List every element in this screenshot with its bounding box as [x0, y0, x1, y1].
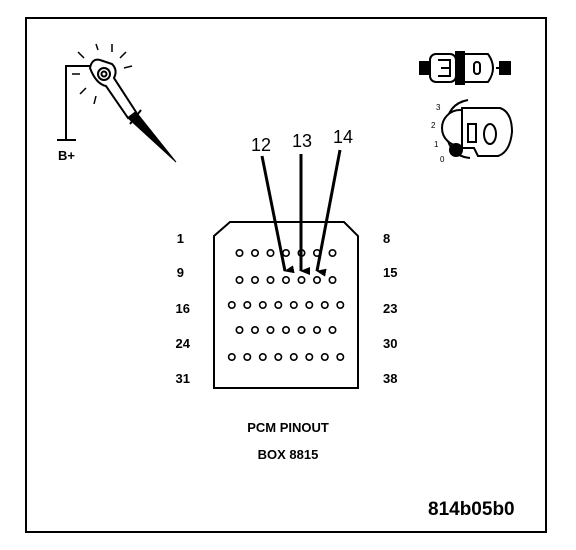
connector-plug-icon	[419, 51, 511, 85]
pin-hole	[289, 300, 298, 309]
pin-hole	[328, 249, 337, 258]
callout-13: 13	[292, 131, 313, 151]
ignition-position-1: 1	[434, 140, 439, 149]
ignition-key-icon	[441, 99, 514, 159]
pin-hole	[227, 300, 236, 309]
pin-hole	[235, 325, 244, 334]
test-light-icon	[57, 43, 177, 163]
pin-hole	[258, 352, 267, 361]
pin-label-16: 16	[175, 301, 190, 316]
pcm-connector-outline	[213, 221, 359, 389]
pin-label-38: 38	[383, 371, 398, 386]
ignition-position-0: 0	[440, 155, 445, 164]
pin-hole	[235, 249, 244, 258]
pin-hole	[258, 300, 267, 309]
callout-12: 12	[251, 135, 272, 155]
callout-arrow-12	[260, 155, 295, 274]
pin-label-24: 24	[175, 336, 190, 351]
pin-hole	[274, 300, 283, 309]
pin-grid	[227, 249, 345, 361]
pin-hole	[266, 325, 275, 334]
caption-pcm-pinout: PCM PINOUT	[247, 420, 329, 435]
pin-hole	[243, 352, 252, 361]
pin-hole	[312, 325, 321, 334]
pin-hole	[251, 249, 260, 258]
pin-label-23: 23	[383, 301, 398, 316]
pin-hole	[289, 352, 298, 361]
pin-label-31: 31	[175, 371, 190, 386]
pin-hole	[266, 275, 275, 284]
pin-hole	[328, 325, 337, 334]
pin-hole	[297, 325, 306, 334]
pin-hole	[235, 275, 244, 284]
pin-label-15: 15	[383, 265, 398, 280]
pin-label-30: 30	[383, 336, 398, 351]
diagram-frame	[25, 17, 547, 533]
pin-hole	[251, 325, 260, 334]
pin-hole	[328, 275, 337, 284]
ignition-position-3: 3	[436, 103, 441, 112]
pin-hole	[281, 275, 290, 284]
pin-hole	[297, 275, 306, 284]
pin-hole	[227, 352, 236, 361]
pin-label-9: 9	[176, 265, 184, 280]
pin-label-1: 1	[176, 231, 184, 246]
pin-hole	[243, 300, 252, 309]
pin-hole	[266, 249, 275, 258]
pin-hole	[312, 275, 321, 284]
callout-arrow-14	[315, 149, 342, 277]
pin-hole	[336, 352, 345, 361]
pin-hole	[305, 352, 314, 361]
callout-arrows	[260, 149, 342, 277]
pin-hole	[320, 300, 329, 309]
pin-hole	[251, 275, 260, 284]
pin-hole	[336, 300, 345, 309]
ignition-position-2: 2	[431, 121, 436, 130]
pin-hole	[305, 300, 314, 309]
pin-hole	[274, 352, 283, 361]
callout-14: 14	[333, 127, 354, 147]
test-light-label: B+	[58, 148, 75, 163]
caption-box-number: BOX 8815	[257, 447, 319, 462]
pin-hole	[320, 352, 329, 361]
pin-label-8: 8	[383, 231, 391, 246]
pin-hole	[281, 325, 290, 334]
pin-hole	[281, 249, 290, 258]
figure-id: 814b05b0	[428, 499, 515, 520]
